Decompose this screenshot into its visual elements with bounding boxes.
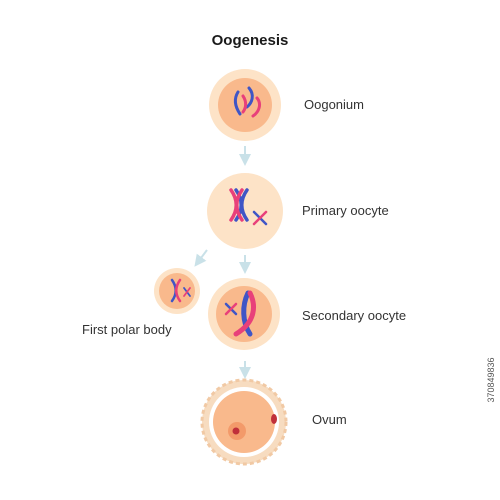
- polar-body-cell: [154, 268, 200, 314]
- label-ovum: Ovum: [312, 412, 347, 427]
- ovum-nucleolus: [232, 427, 240, 435]
- secondary-chromosomes: [224, 290, 256, 337]
- primary-oocyte-cell: [207, 173, 283, 249]
- diagram-title: Oogenesis: [211, 32, 289, 49]
- arrow-to-polar: [194, 249, 208, 267]
- label-oogonium: Oogonium: [304, 97, 364, 112]
- oogonium-cell: [209, 69, 281, 141]
- polar-chromosomes: [170, 278, 191, 303]
- primary-chromosomes: [229, 188, 268, 226]
- label-secondary-oocyte: Secondary oocyte: [302, 308, 407, 323]
- label-first-polar-body: First polar body: [82, 322, 172, 337]
- secondary-oocyte-cell: [208, 278, 280, 350]
- polar-body-remnant: [271, 414, 277, 424]
- oogonium-chromosomes: [233, 86, 262, 118]
- stock-id: 370849836: [486, 357, 496, 403]
- ovum-cell: [200, 378, 288, 466]
- label-primary-oocyte: Primary oocyte: [302, 203, 389, 218]
